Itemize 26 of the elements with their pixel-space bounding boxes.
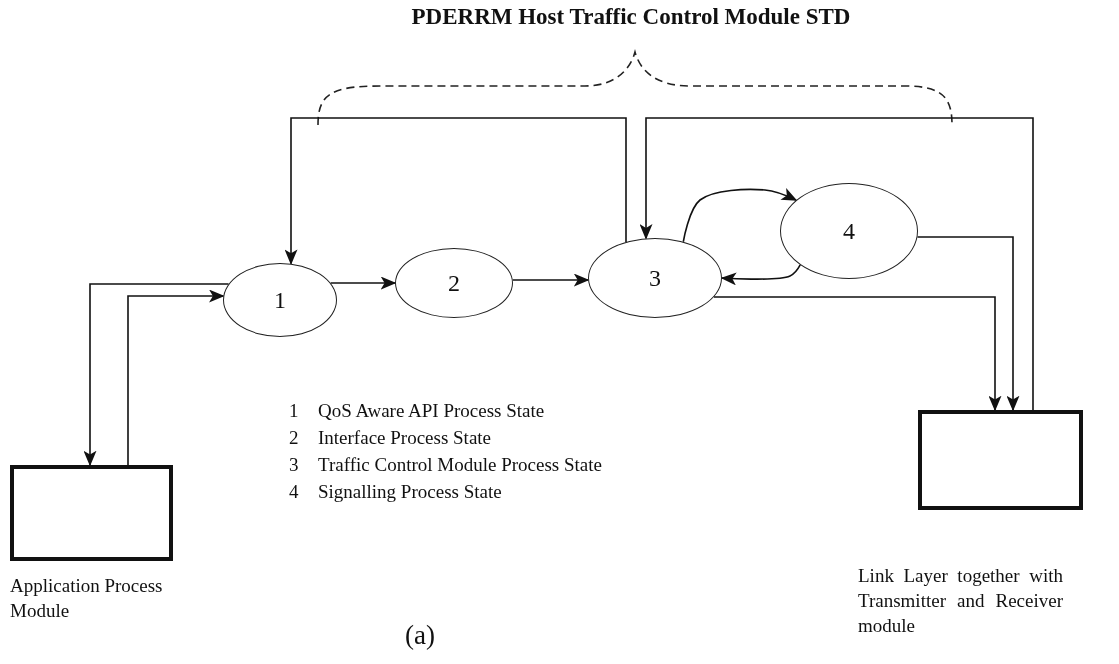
key-number: 2 <box>289 426 299 450</box>
state-number: 4 <box>843 217 855 245</box>
state-number: 2 <box>448 269 460 297</box>
state-number: 3 <box>649 264 661 292</box>
arrow <box>511 273 590 287</box>
module-caption: Application Process Module <box>10 574 164 623</box>
module-caption: Link Layer together with Transmitter and Receiver module <box>858 564 1063 638</box>
key-number: 3 <box>289 453 299 477</box>
arrow <box>713 296 1002 412</box>
module-box <box>918 410 1083 510</box>
key-number: 1 <box>289 399 299 423</box>
key-description: Traffic Control Module Process State <box>318 453 602 477</box>
arrow <box>639 117 1034 411</box>
key-description: Signalling Process State <box>318 480 502 504</box>
key-number: 4 <box>289 480 299 504</box>
arrow <box>682 188 798 243</box>
arrow <box>916 236 1020 412</box>
key-description: QoS Aware API Process State <box>318 399 545 423</box>
diagram-title: PDERRM Host Traffic Control Module STD <box>410 3 852 31</box>
module-box <box>10 465 173 561</box>
arrow <box>284 117 627 265</box>
state-number: 1 <box>274 286 286 314</box>
figure-label: (a) <box>405 619 435 652</box>
arrow <box>720 264 801 286</box>
arrow <box>127 289 225 466</box>
key-description: Interface Process State <box>318 426 492 450</box>
